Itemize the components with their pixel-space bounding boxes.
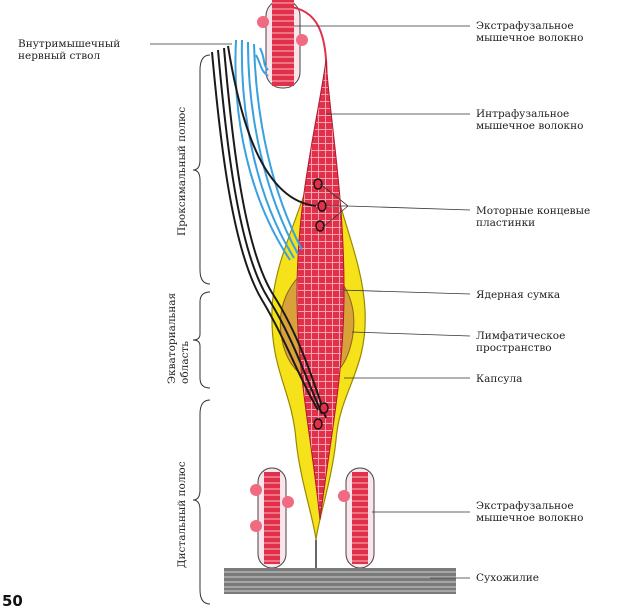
tendon (224, 539, 456, 594)
nerve-fibers-black (211, 45, 327, 419)
label-motor-end-plates: Моторные концевые пластинки (476, 205, 591, 229)
extrafusal-fiber-bottom-left (250, 467, 294, 569)
label-extrafusal-bottom: Экстрафузальное мышечное волокно (476, 500, 584, 524)
label-nerve-trunk: Внутримышечный нервный ствол (18, 38, 121, 62)
page-number: 50 (2, 592, 23, 610)
nerve-fibers-blue (234, 39, 303, 261)
extrafusal-fiber-top (257, 0, 308, 89)
label-capsule: Капсула (476, 373, 523, 385)
intrafusal-fiber (296, 59, 345, 521)
region-equatorial-label: Экваториальная область (166, 292, 191, 384)
label-lymph-space: Лимфатическое пространство (476, 330, 566, 354)
label-nuclear-bag: Ядерная сумка (476, 289, 561, 301)
motor-end-plates (313, 178, 329, 430)
label-tendon: Сухожилие (476, 572, 539, 584)
region-braces (192, 54, 211, 605)
region-distal-label: Дистальный полюс (176, 461, 188, 568)
region-proximal-label: Проксимальный полюс (176, 106, 188, 236)
label-extrafusal-top: Экстрафузальное мышечное волокно (476, 20, 584, 44)
leader-lines (150, 25, 471, 579)
label-intrafusal: Интрафузальное мышечное волокно (476, 108, 584, 132)
extrafusal-fiber-bottom-right (338, 467, 375, 569)
